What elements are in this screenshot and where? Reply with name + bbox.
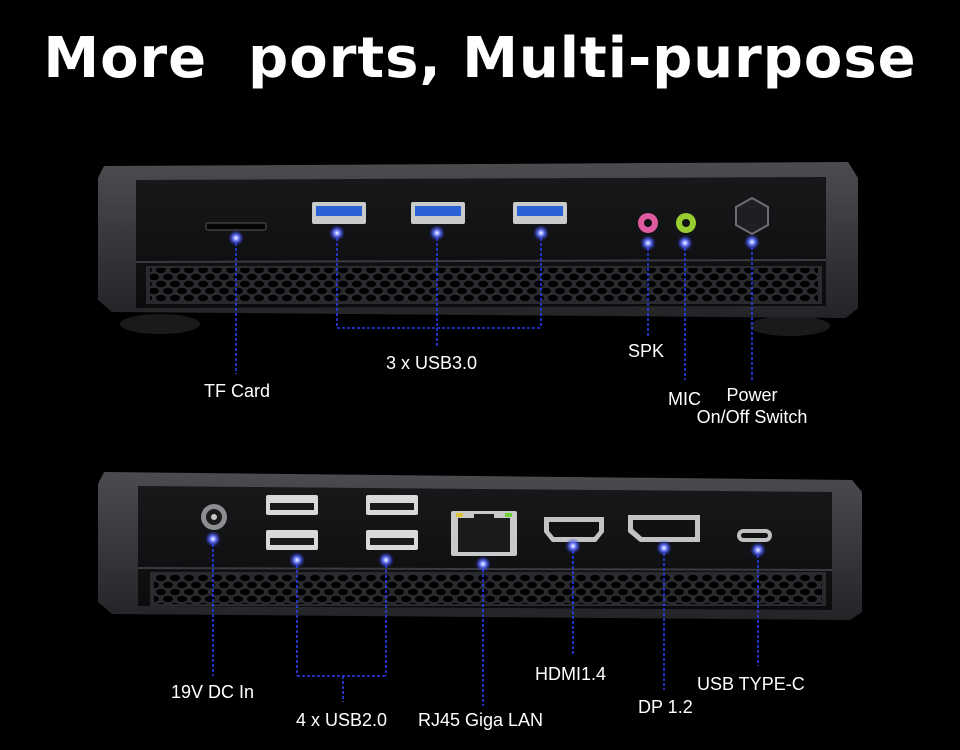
- label-usb-c: USB TYPE-C: [697, 674, 805, 694]
- page-title: More ports, Multi-purpose: [43, 26, 917, 91]
- label-tf-card: TF Card: [204, 381, 271, 401]
- label-dc-in: 19V DC In: [171, 682, 255, 702]
- tf-card-slot: [205, 222, 267, 231]
- usb3-port: [312, 202, 366, 224]
- label-hdmi: HDMI1.4: [535, 664, 607, 684]
- label-power: Power On/Off Switch: [690, 384, 814, 428]
- usb3-port: [513, 202, 567, 224]
- usb3-port: [411, 202, 465, 224]
- label-power-line2: On/Off Switch: [696, 407, 808, 427]
- label-spk: SPK: [628, 341, 665, 361]
- label-usb3: 3 x USB3.0: [386, 353, 478, 373]
- front-panel: [98, 162, 858, 336]
- label-rj45: RJ45 Giga LAN: [418, 710, 544, 730]
- label-power-line1: Power: [726, 385, 778, 405]
- callout-lines: [212, 233, 759, 706]
- power-button: [735, 196, 769, 236]
- rear-panel: [98, 472, 862, 620]
- callout-dots: [205, 225, 766, 572]
- label-mic: MIC: [668, 389, 701, 409]
- label-usb2: 4 x USB2.0: [296, 710, 388, 730]
- label-dp: DP 1.2: [638, 697, 693, 717]
